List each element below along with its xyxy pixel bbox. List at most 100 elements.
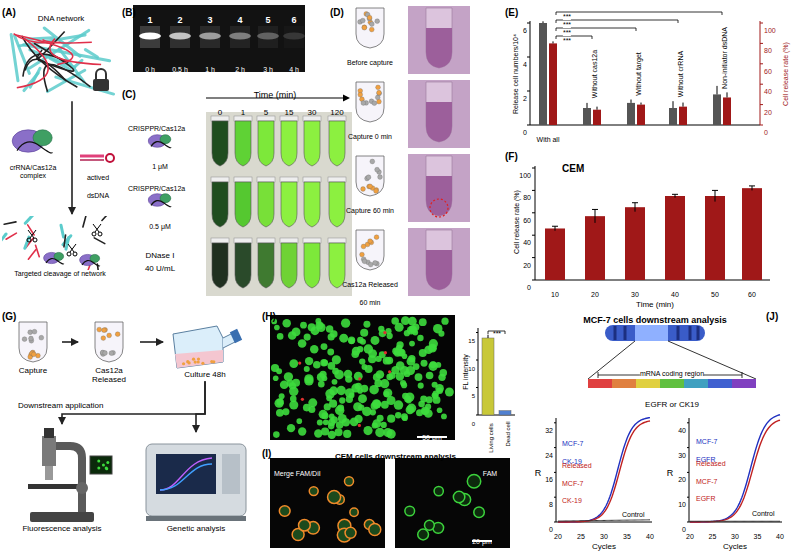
- figure-label: 16: [545, 476, 553, 483]
- label-holder: Non-initiator dsDNA: [713, 27, 731, 89]
- tube-photo: [408, 6, 470, 74]
- living-cell: [341, 319, 350, 328]
- figure-label: Cell release rate (%): [782, 42, 789, 106]
- node-label: crRNA/Cas12a complex: [2, 164, 64, 180]
- living-cell: [304, 334, 311, 341]
- label-holder: MCF-7 EGFR: [696, 430, 726, 465]
- error-bar: [543, 21, 544, 23]
- label-holder: 2: [177, 9, 182, 27]
- figure-label: (J): [766, 311, 778, 322]
- figure-label: ***: [563, 29, 571, 36]
- amplification-curve: [690, 415, 780, 522]
- microscope-stage: [28, 484, 80, 489]
- tick-mark: [476, 332, 478, 333]
- tube-photo: [408, 154, 470, 222]
- dead-cell: [383, 331, 386, 334]
- capture-ring: [430, 199, 448, 217]
- living-cell: [296, 418, 302, 424]
- living-cell: [335, 428, 343, 436]
- label-holder: 0.5 h: [172, 58, 188, 76]
- cleaved-fragment: [6, 233, 16, 239]
- figure-label: 100: [764, 27, 776, 34]
- label-holder: 40: [523, 231, 531, 249]
- dna-strand: [17, 38, 48, 88]
- gel-smear: [200, 26, 220, 48]
- living-cell: [304, 366, 310, 372]
- figure-label: 4 h: [289, 66, 299, 73]
- tube-liquid: [426, 250, 452, 290]
- living-cell: [437, 407, 443, 413]
- figure-label: 5: [264, 108, 268, 117]
- living-cell: [329, 400, 337, 408]
- cell-dot: [97, 327, 102, 332]
- figure-label: Capture 60 min: [346, 207, 394, 214]
- label-holder: 15: [285, 101, 294, 119]
- cell-dot: [372, 101, 377, 106]
- figure-label: Dead cell: [505, 421, 511, 446]
- bar: [482, 338, 494, 415]
- crrna-strand: [46, 258, 64, 264]
- figure-label: Cycles: [723, 542, 747, 551]
- figure-label: FAM: [483, 470, 497, 477]
- significance-bracket: [556, 12, 722, 15]
- chromosome-band: [614, 326, 617, 340]
- label-holder: 30: [308, 101, 317, 119]
- figure-label: 30: [600, 533, 608, 540]
- fluorescent-tube: [281, 243, 297, 288]
- living-cell: [273, 376, 279, 382]
- axis-line: [556, 418, 652, 522]
- label-holder: Cell release rate (%): [774, 42, 791, 106]
- flow-arrow: [62, 341, 78, 343]
- living-cell: [304, 376, 313, 385]
- gel-smear: [284, 26, 304, 48]
- stained-cell: [453, 491, 464, 502]
- tube-cap: [280, 177, 298, 182]
- bar: [593, 110, 601, 125]
- cell-dot: [367, 16, 372, 21]
- label-holder: 1 h: [205, 58, 215, 76]
- tick-mark: [760, 125, 763, 126]
- crrna-strand: [151, 201, 171, 207]
- label-holder: 16: [545, 468, 553, 486]
- amplification-curve: [558, 421, 650, 522]
- figure-label: (C): [122, 89, 136, 100]
- stained-cell: [345, 527, 356, 538]
- error-bar: [717, 86, 718, 95]
- figure-label: 30: [678, 452, 686, 459]
- living-cell: [419, 318, 427, 326]
- figure-label: ***: [493, 330, 501, 337]
- cell-dot: [107, 333, 112, 338]
- dsdna-strand: [80, 159, 104, 161]
- label-holder: 80: [764, 39, 772, 57]
- figure-label: R: [667, 468, 674, 478]
- fluorescent-tube: [281, 182, 297, 227]
- microscope-objective: [45, 466, 53, 480]
- tube-silhouette: [426, 230, 452, 290]
- tick-mark: [687, 422, 689, 423]
- error-bar: [727, 92, 728, 97]
- illustration-node: crRNA/Cas12a complex: [2, 118, 64, 180]
- fluorescent-tube: [281, 121, 297, 166]
- figure-label: Merge FAM/DiI: [274, 470, 321, 477]
- figure-label: (D): [330, 7, 344, 18]
- gel-band: [257, 33, 279, 40]
- living-cell: [387, 415, 395, 423]
- figure-label: 40: [646, 533, 654, 540]
- analyzer-base: [146, 516, 246, 521]
- amplification-curve: [558, 418, 650, 522]
- label-holder: Cycles: [592, 535, 616, 552]
- figure-label: DNase I: [146, 251, 175, 260]
- label-holder: Released MCF-7 CK-19: [562, 454, 596, 507]
- gel-smear: [258, 26, 278, 48]
- gel-smear: [170, 26, 190, 48]
- label-holder: Control: [752, 502, 775, 520]
- label-holder: 40: [646, 525, 654, 543]
- label-holder: 25: [577, 525, 585, 543]
- figure-label: FL intensity: [462, 354, 469, 390]
- living-cell: [420, 396, 427, 403]
- living-cell: [106, 461, 109, 464]
- label-holder: DNase I: [146, 244, 175, 262]
- fluorescent-tube: [235, 243, 251, 288]
- living-cell: [395, 323, 404, 332]
- figure-label: 0: [523, 129, 527, 136]
